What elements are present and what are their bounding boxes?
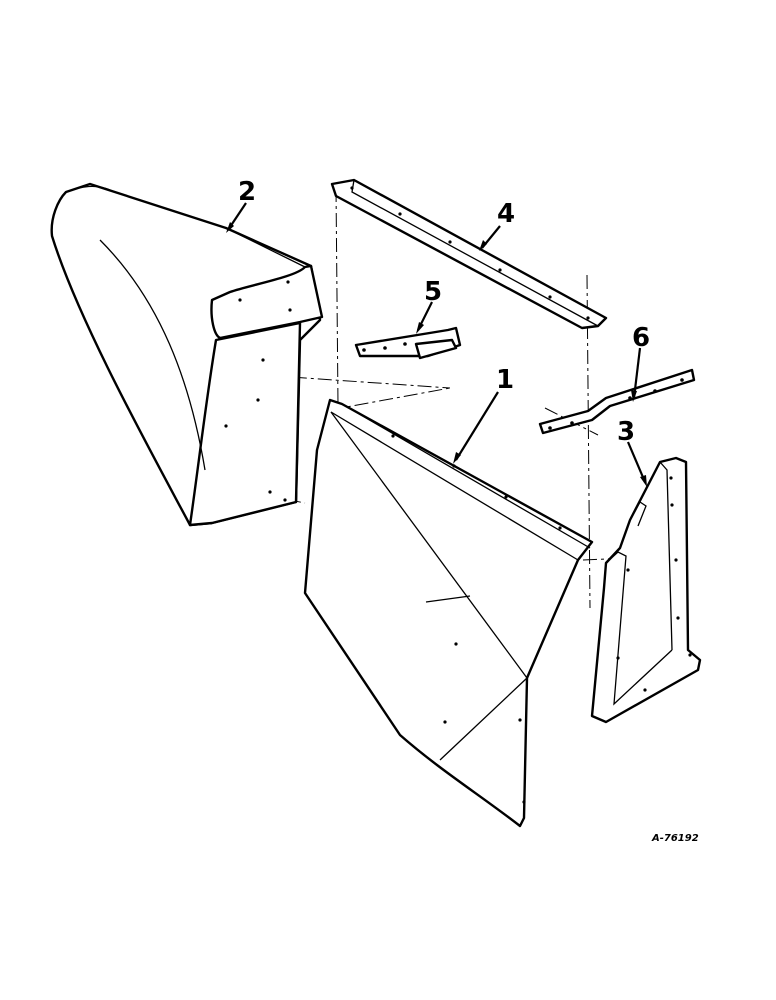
callout-2: 2 [238,177,256,207]
part-2-hood [50,182,324,527]
leader-lines [226,202,647,487]
part-2-holes [224,280,292,502]
drawing-number: A-76192 [651,833,699,844]
part-1-panel [303,398,594,828]
part-4-holes [350,186,590,320]
callout-6: 6 [632,323,650,353]
part-4-strip [330,178,608,330]
callout-5: 5 [424,277,442,307]
part-3-plate [590,456,702,724]
part-6-strap [538,368,696,435]
callout-4: 4 [497,199,515,229]
callout-3: 3 [617,417,635,447]
part-5-bracket [354,326,462,360]
callout-1: 1 [496,365,514,395]
part-1-holes [391,434,562,804]
part-3-holes [616,476,692,692]
